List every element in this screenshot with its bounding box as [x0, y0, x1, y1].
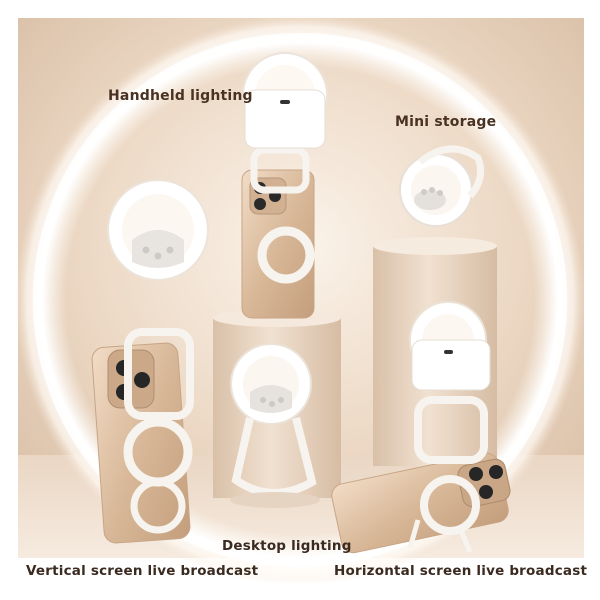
frame	[414, 396, 488, 464]
light-body	[411, 339, 491, 391]
caption-handheld-lighting: Handheld lighting	[108, 88, 253, 104]
caption-vertical-broadcast: Vertical screen live broadcast	[26, 563, 259, 579]
background-halo-ring	[33, 33, 567, 567]
caption-mini-storage: Mini storage	[395, 114, 497, 130]
caption-horizontal-broadcast: Horizontal screen live broadcast	[334, 563, 588, 579]
handheld-scene	[241, 52, 328, 319]
vertical-broadcast-scene	[91, 179, 209, 544]
frame	[124, 328, 194, 420]
desktop-scene	[230, 343, 320, 508]
horizontal-broadcast-scene	[331, 301, 511, 554]
hinge-frame	[250, 146, 310, 194]
light-body	[244, 89, 326, 149]
mini-storage-scene	[399, 145, 485, 227]
folded-stand	[417, 145, 485, 199]
caption-desktop-lighting: Desktop lighting	[222, 538, 352, 554]
stand-ring	[257, 226, 315, 284]
stand-ring	[420, 475, 480, 535]
